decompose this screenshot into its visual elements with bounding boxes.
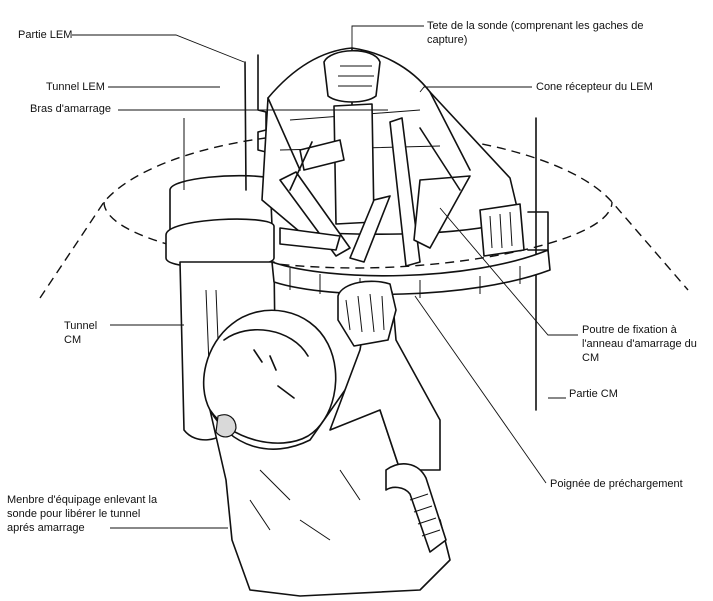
label-poutre-line1: Poutre de fixation à [582,324,677,336]
label-tunnel-cm-line1: Tunnel [64,320,98,332]
astronaut [202,280,451,597]
label-tete-sonde-line2: capture) [427,34,468,46]
label-membre-line2: sonde pour libérer le tunnel [7,508,141,520]
gloved-hand [337,280,397,347]
label-bras-amarrage: Bras d'amarrage [30,103,111,115]
label-cone-recepteur: Cone récepteur du LEM [536,81,653,93]
label-partie-cm: Partie CM [569,388,618,400]
helmet [202,309,337,444]
docking-ring-dashed-front [103,201,613,269]
label-poutre-line3: CM [582,352,600,364]
label-poignee: Poignée de préchargement [550,478,683,490]
docking-arms [279,117,471,267]
label-tete-sonde-line1: Tete de la sonde (comprenant les gaches … [427,20,644,32]
label-membre-line3: aprés amarrage [7,522,85,534]
label-poutre-line2: l'anneau d'amarrage du [582,338,697,350]
label-tunnel-cm-line2: CM [64,334,82,346]
leader-lines [72,25,578,529]
suit-hose [385,463,447,553]
label-tunnel-lem: Tunnel LEM [46,81,105,93]
label-membre-line1: Menbre d'équipage enlevant la [7,494,158,506]
label-partie-lem: Partie LEM [18,29,73,41]
